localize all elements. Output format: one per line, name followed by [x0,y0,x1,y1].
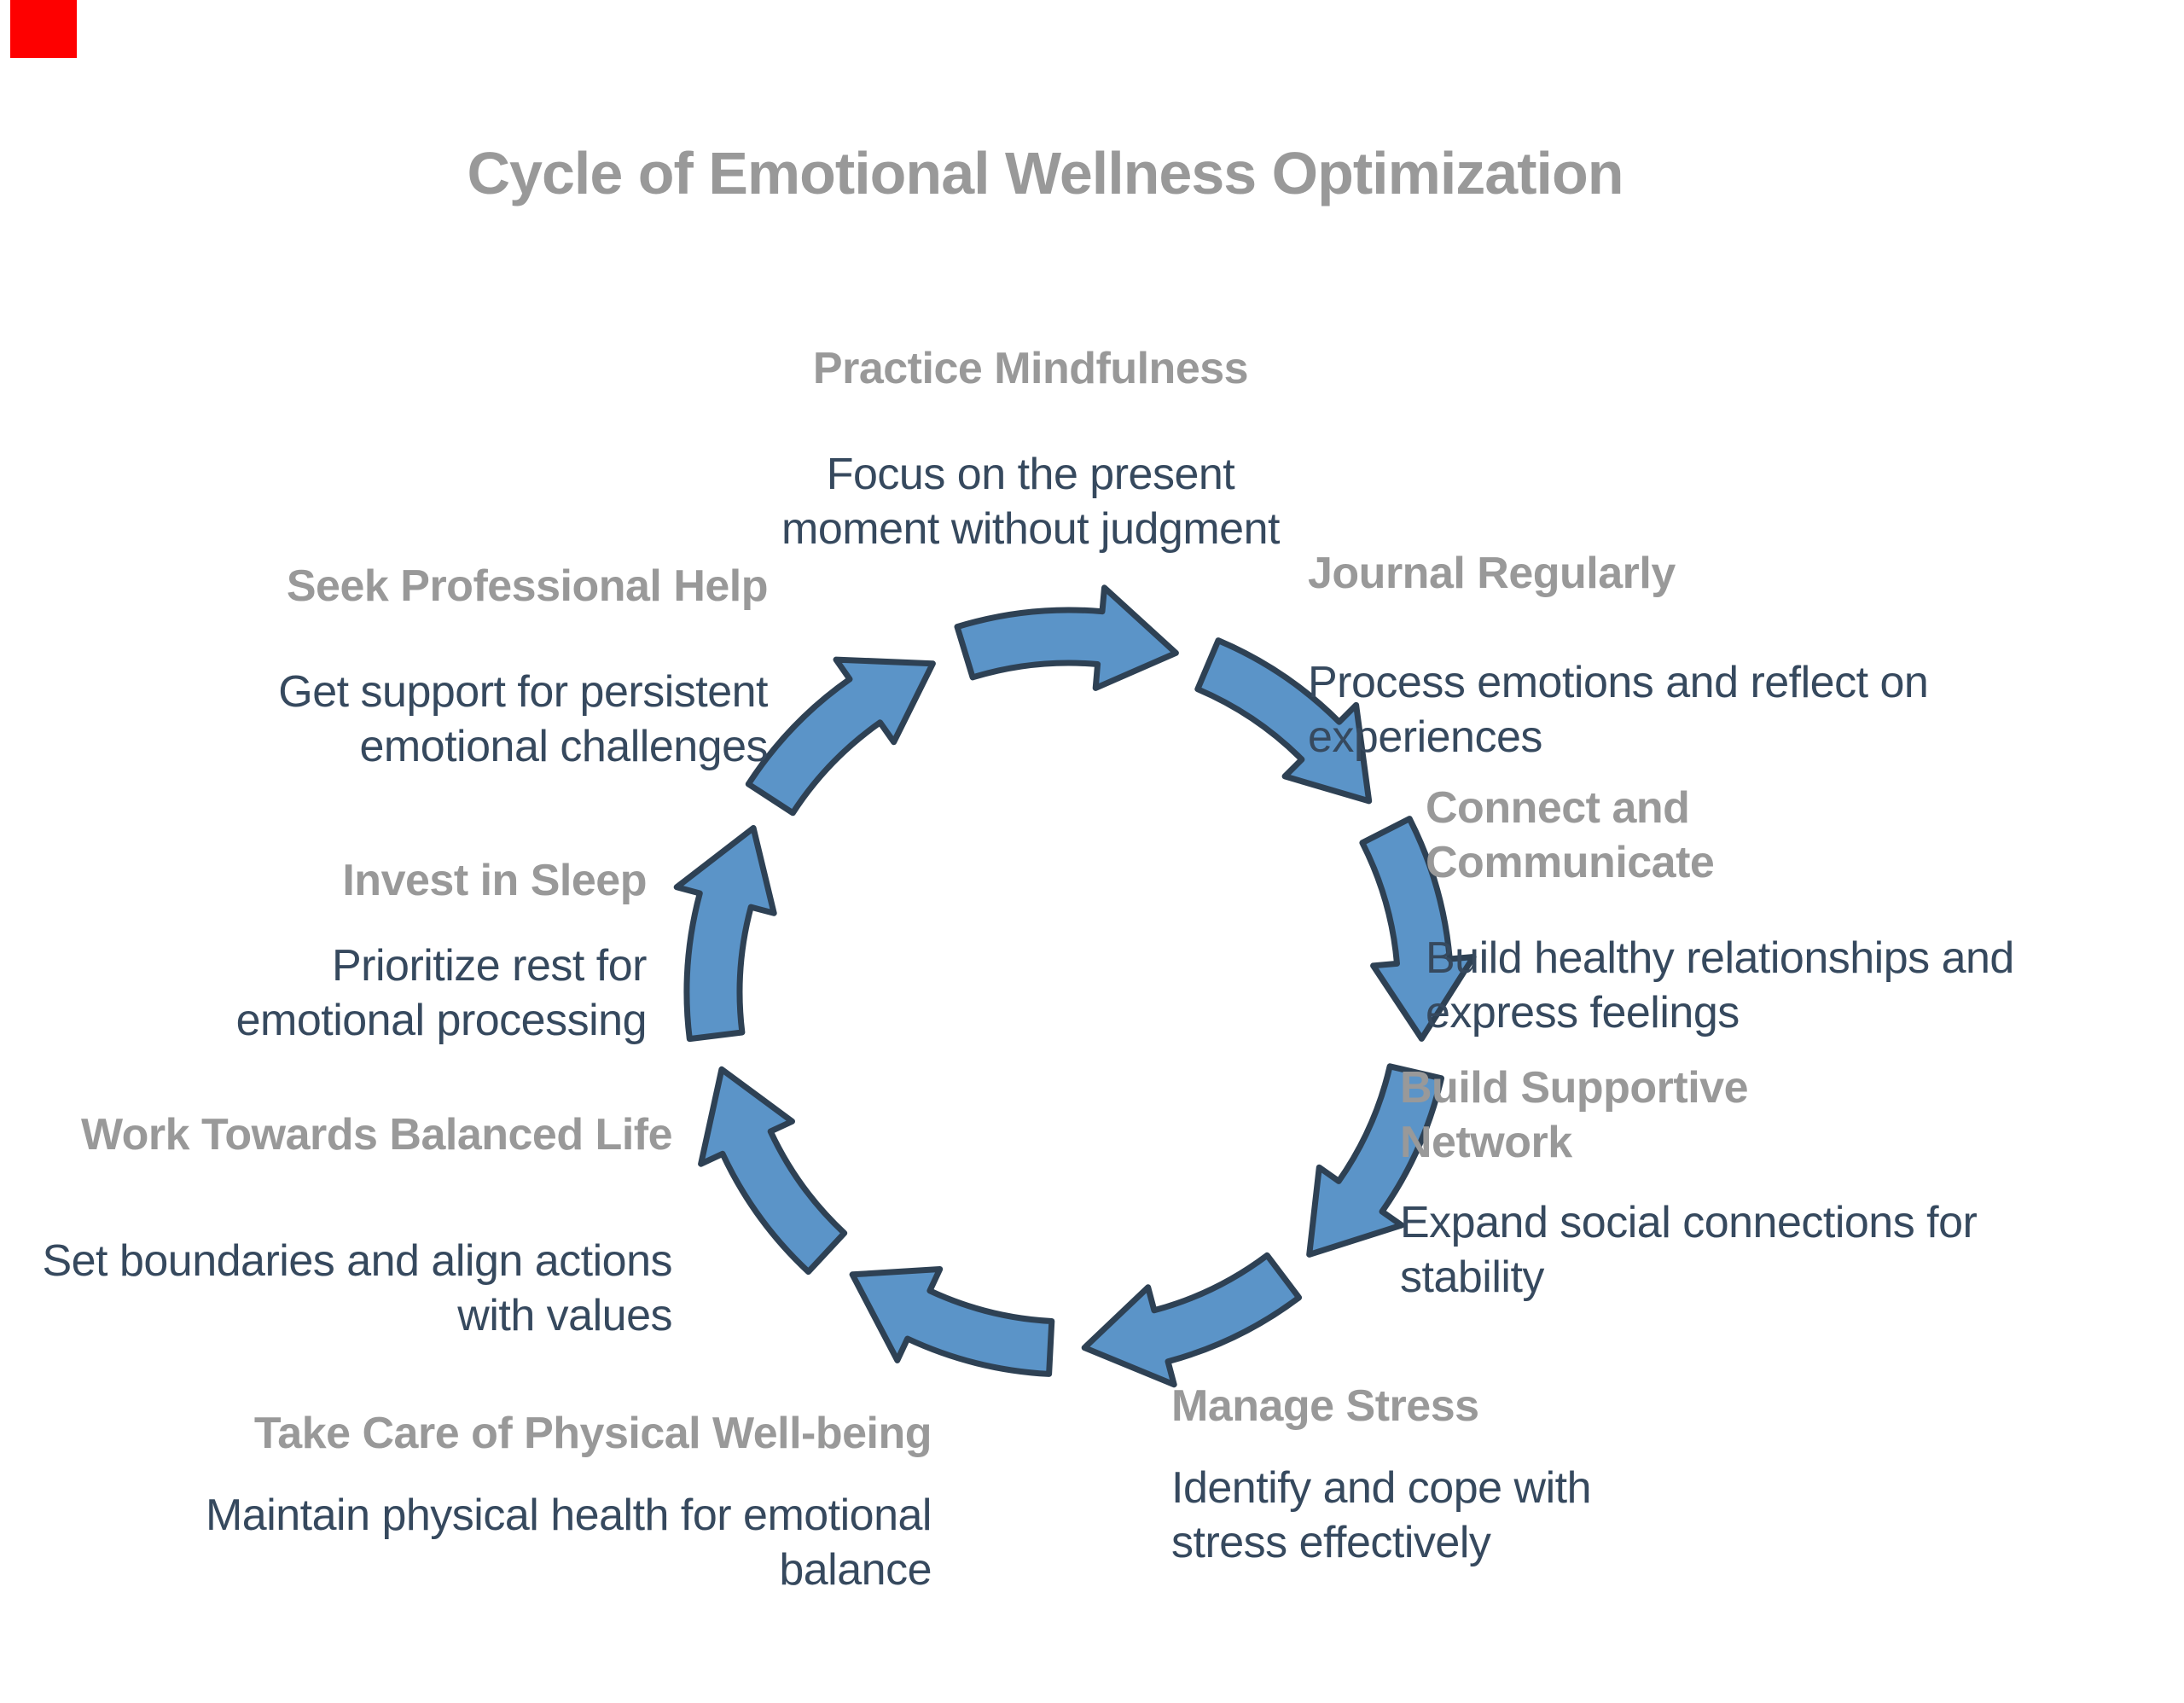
cycle-arrow [954,584,1179,691]
step-description: Process emotions and reflect on experien… [1308,658,1929,762]
step-work-towards-balanced-life: Work Towards Balanced Life Set boundarie… [26,1107,672,1343]
cycle-arrow [673,825,777,1043]
cycle-arrow [849,1266,1055,1377]
step-take-care-of-physical-well-being: Take Care of Physical Well-being Maintai… [140,1406,932,1597]
step-description: Identify and cope with stress effectivel… [1171,1463,1592,1567]
red-marker [10,0,77,58]
step-description: Expand social connections for stability [1400,1198,1978,1302]
step-invest-in-sleep: Invest in Sleep Prioritize rest for emot… [169,853,648,1048]
cycle-arrow [745,656,936,817]
step-title: Work Towards Balanced Life [80,1110,673,1160]
step-description: Build healthy relationships and express … [1426,933,2014,1037]
step-title: Seek Professional Help [286,561,769,611]
step-description: Get support for persistent emotional cha… [278,667,768,771]
cycle-arrow [1359,816,1477,1042]
step-build-supportive-network: Build Supportive Network Expand social c… [1400,1061,1989,1305]
step-title: Practice Mindfulness [812,344,1249,393]
cycle-arrow [1306,1063,1444,1258]
step-description: Maintain physical health for emotional b… [205,1491,932,1595]
step-title: Invest in Sleep [342,856,647,905]
step-title: Take Care of Physical Well-being [253,1409,932,1458]
cycle-arrow [698,1066,848,1276]
step-manage-stress: Manage Stress Identify and cope with str… [1171,1379,1700,1570]
step-title: Connect and Communicate [1426,783,1715,887]
step-description: Set boundaries and align actions with va… [42,1236,672,1340]
step-title: Journal Regularly [1308,549,1676,598]
step-practice-mindfulness: Practice Mindfulness Focus on the presen… [766,341,1295,556]
cycle-arrow [1081,1252,1303,1388]
step-seek-professional-help: Seek Professional Help Get support for p… [162,559,768,774]
step-description: Prioritize rest for emotional processing [235,941,648,1045]
page-title: Cycle of Emotional Wellness Optimization [467,139,1623,206]
cycle-arrow [1194,637,1373,805]
step-title: Build Supportive Network [1400,1063,1749,1167]
step-journal-regularly: Journal Regularly Process emotions and r… [1308,546,1973,764]
step-connect-and-communicate: Connect and Communicate Build healthy re… [1426,781,2057,1040]
step-description: Focus on the present moment without judg… [781,450,1280,554]
step-title: Manage Stress [1171,1381,1479,1431]
